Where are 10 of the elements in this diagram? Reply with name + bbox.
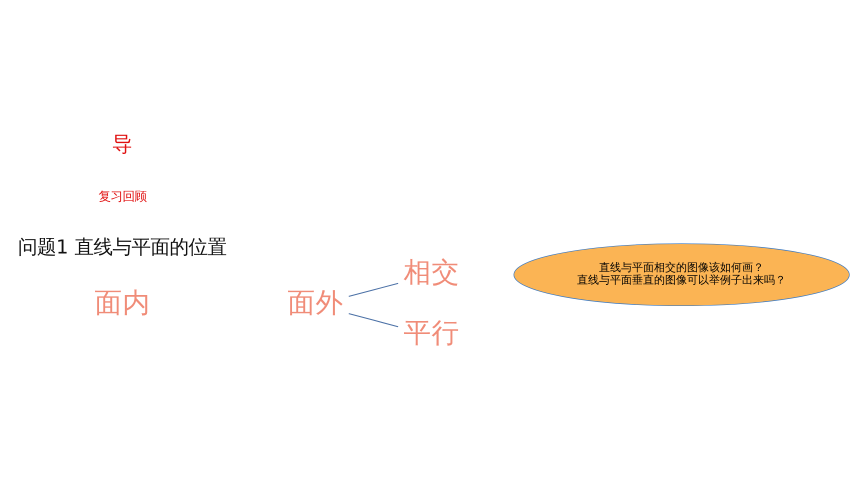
node-ellipse: 直线与平面相交的图像该如何画？ 直线与平面垂直的图像可以举例子出来吗？	[513, 242, 850, 306]
label: 面内	[94, 286, 150, 318]
connector	[348, 282, 398, 296]
node-text: 平行	[402, 316, 459, 349]
node-text: 相交	[402, 256, 459, 288]
label: 复习回顾	[98, 188, 146, 204]
connector	[348, 312, 398, 327]
label: 问题1 直线与平面的位置	[18, 234, 226, 258]
node-text: 面外	[287, 286, 344, 318]
label: 导	[111, 132, 132, 156]
